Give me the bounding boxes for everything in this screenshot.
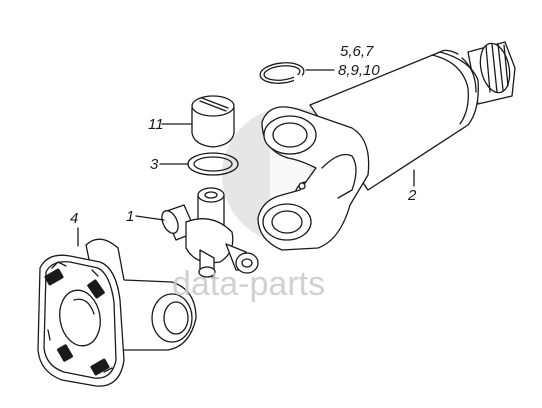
leader-lines (77, 69, 415, 247)
callout-4: 4 (70, 210, 78, 227)
part-shaft-yoke (257, 106, 370, 251)
callout-2: 2 (407, 187, 417, 204)
part-flange-yoke (37, 238, 197, 387)
callout-11: 11 (148, 116, 164, 133)
callout-3: 3 (150, 156, 159, 173)
callout-5-6-7: 5,6,7 (340, 43, 374, 60)
callout-1: 1 (126, 208, 134, 225)
part-spider-cross (161, 187, 259, 279)
part-bearing-cup (191, 95, 235, 148)
part-snap-ring (259, 62, 305, 84)
watermark-text: data-parts (172, 265, 325, 303)
callout-8-9-10: 8,9,10 (338, 62, 380, 79)
